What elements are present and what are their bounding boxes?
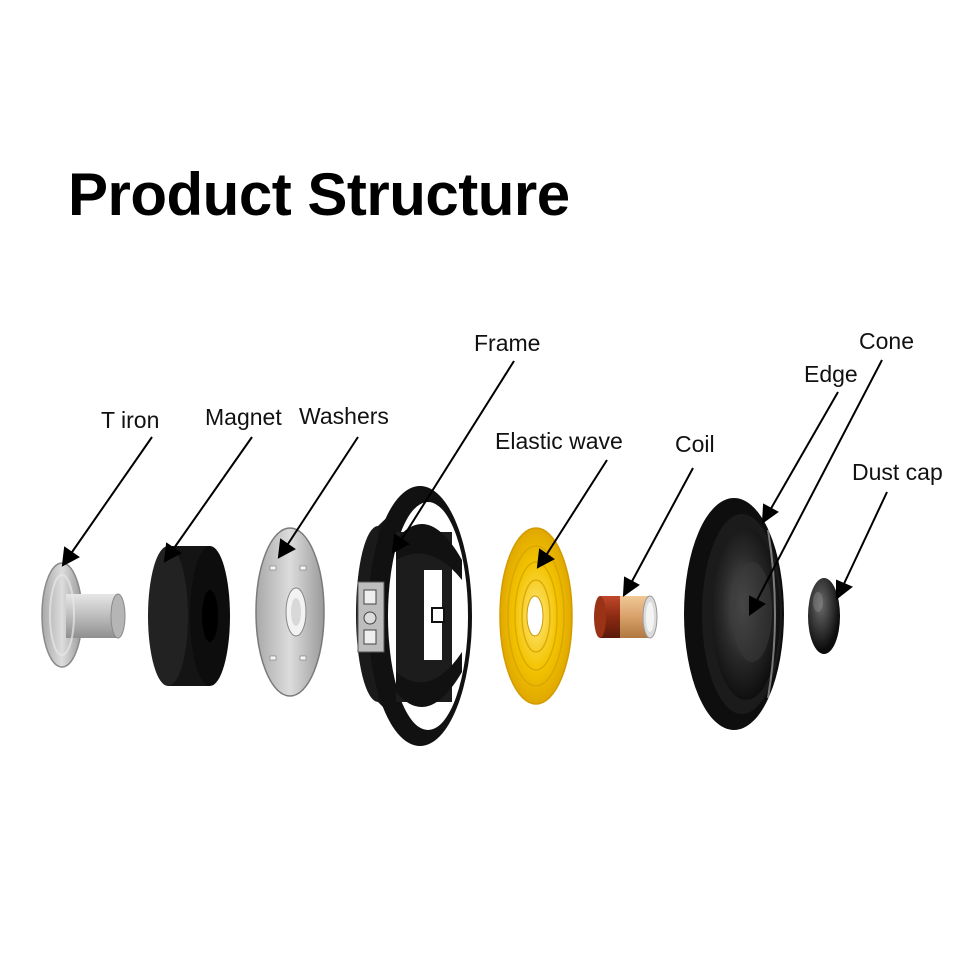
label-cone: Cone (859, 328, 914, 354)
leader-cone (749, 359, 883, 616)
label-frame: Frame (474, 330, 540, 356)
label-t-iron: T iron (101, 407, 159, 433)
frame-part (356, 486, 472, 746)
leader-magnet (163, 436, 253, 563)
leader-t-iron (61, 436, 153, 567)
magnet-part (148, 546, 230, 686)
label-coil: Coil (675, 431, 715, 457)
label-dust-cap: Dust cap (852, 459, 943, 485)
coil-part (594, 595, 658, 639)
elastic-wave-part (499, 527, 573, 705)
cone-part (684, 498, 784, 730)
label-edge: Edge (804, 361, 858, 387)
leader-coil (622, 467, 694, 598)
leader-frame (391, 360, 515, 554)
label-elastic-wave: Elastic wave (495, 428, 623, 454)
page-title: Product Structure (68, 161, 570, 228)
t-iron-part (41, 562, 126, 668)
washer-part (255, 527, 325, 697)
label-washers: Washers (299, 403, 389, 429)
dust-cap-part (808, 578, 840, 654)
leader-edge (761, 391, 839, 525)
leader-dust-cap (836, 491, 888, 601)
label-magnet: Magnet (205, 404, 282, 430)
leader-lines (61, 359, 888, 616)
leader-washers (277, 436, 359, 559)
leader-elastic-wave (536, 459, 608, 569)
